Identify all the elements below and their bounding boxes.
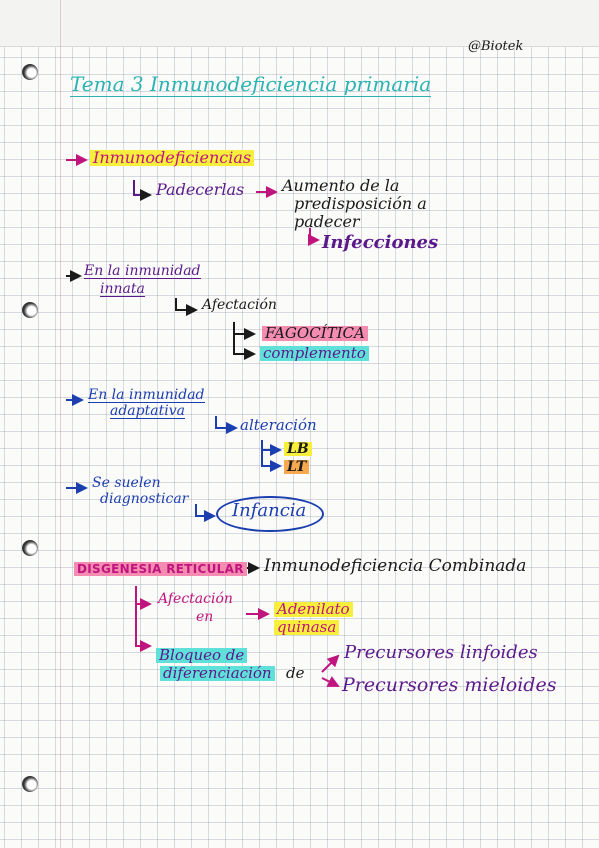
branch-arrow bbox=[135, 604, 152, 652]
item-lt: LT bbox=[284, 460, 310, 474]
heading-inmunidad-innata-1: En la inmunidad bbox=[84, 263, 201, 279]
result-line-3: padecer bbox=[294, 212, 360, 231]
item-lb: LB bbox=[284, 442, 312, 456]
branch-alteracion: alteración bbox=[240, 416, 317, 434]
page-title: Tema 3 Inmunodeficiencia primaria bbox=[70, 72, 432, 97]
heading-inmunodeficiencias: Inmunodeficiencias bbox=[90, 150, 255, 166]
heading-inmunidad-adaptativa-2: adaptativa bbox=[110, 403, 185, 419]
branch-arrow bbox=[215, 416, 238, 434]
result-infancia: Infancia bbox=[232, 500, 307, 521]
author-signature: @Biotek bbox=[468, 39, 524, 54]
heading-diagnosticar: diagnosticar bbox=[100, 491, 189, 507]
binder-hole bbox=[22, 540, 38, 556]
margin-line bbox=[60, 0, 61, 848]
result-inmunodeficiencia-combinada: Inmunodeficiencia Combinada bbox=[264, 556, 527, 576]
branch-afectacion-en-2: en bbox=[196, 609, 214, 625]
branch-arrow bbox=[135, 586, 152, 610]
page-top-strip bbox=[0, 0, 599, 47]
branch-arrow bbox=[233, 322, 256, 360]
branch-diferenciacion: diferenciación bbox=[160, 666, 275, 681]
target-precursores-linfoides: Precursores linfoides bbox=[344, 642, 538, 663]
connector-de: de bbox=[286, 664, 305, 682]
result-line-1: Aumento de la bbox=[282, 176, 400, 195]
branch-arrow bbox=[308, 228, 320, 246]
result-line-2: predisposición a bbox=[294, 194, 427, 213]
heading-inmunidad-adaptativa-1: En la inmunidad bbox=[88, 387, 205, 403]
heading-disgenesia-reticular: DISGENESIA RETICULAR bbox=[74, 562, 247, 576]
binder-hole bbox=[22, 302, 38, 318]
arrow bbox=[321, 654, 340, 673]
enzyme-quinasa: quinasa bbox=[274, 620, 340, 635]
item-complemento: complemento bbox=[260, 346, 369, 361]
result-infecciones: Infecciones bbox=[322, 232, 439, 253]
branch-bloqueo-de: Bloqueo de bbox=[156, 648, 248, 663]
branch-padecerlas: Padecerlas bbox=[156, 180, 245, 199]
infancia-oval bbox=[216, 496, 324, 532]
enzyme-adenilato: Adenilato bbox=[274, 602, 353, 617]
binder-hole bbox=[22, 776, 38, 792]
branch-afectacion: Afectación bbox=[202, 297, 277, 313]
heading-se-suelen: Se suelen bbox=[92, 475, 161, 491]
branch-arrow bbox=[175, 298, 198, 316]
branch-arrow bbox=[261, 440, 282, 472]
target-precursores-mieloides: Precursores mieloides bbox=[342, 674, 557, 696]
branch-arrow bbox=[133, 180, 152, 201]
branch-arrow bbox=[195, 504, 216, 522]
arrow bbox=[321, 676, 340, 687]
item-fagocitica: FAGOCÍTICA bbox=[262, 326, 368, 341]
binder-hole bbox=[22, 64, 38, 80]
heading-inmunidad-innata-2: innata bbox=[100, 281, 145, 297]
branch-afectacion-en-1: Afectación bbox=[158, 591, 233, 607]
